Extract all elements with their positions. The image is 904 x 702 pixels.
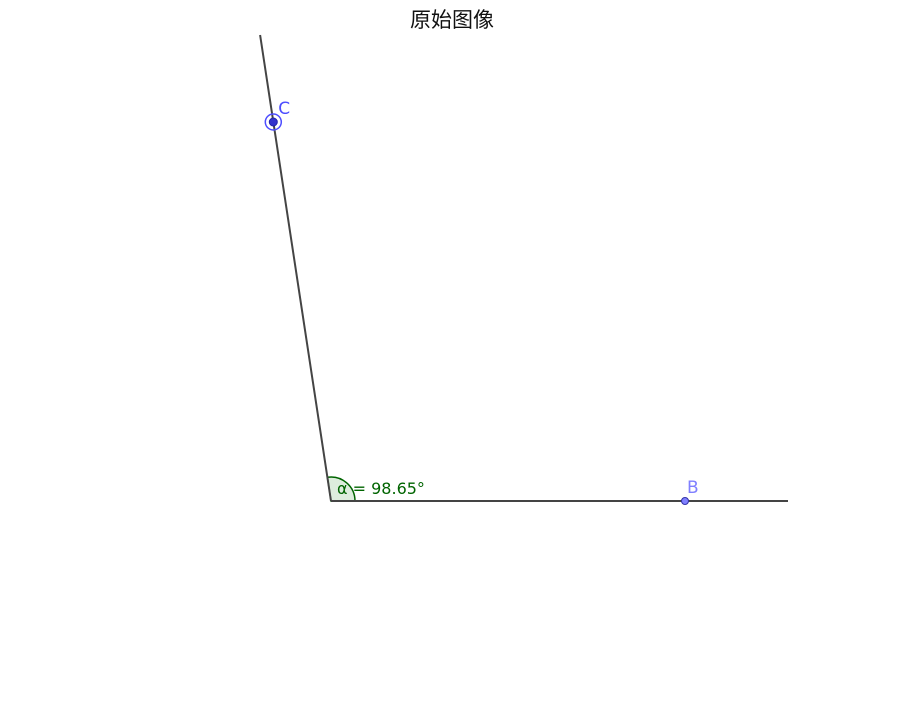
point-c[interactable] — [264, 113, 283, 131]
ray-vertex-c[interactable] — [259, 34, 332, 502]
point-c-label: C — [278, 99, 290, 119]
point-c-ring — [264, 113, 283, 131]
angle-alpha-sector[interactable] — [326, 476, 356, 502]
point-b-label: B — [687, 478, 699, 498]
page-title: 原始图像 — [410, 8, 494, 32]
point-b[interactable] — [681, 497, 689, 505]
angle-alpha-label: α = 98.65° — [337, 479, 425, 498]
point-c-dot[interactable] — [268, 117, 278, 127]
